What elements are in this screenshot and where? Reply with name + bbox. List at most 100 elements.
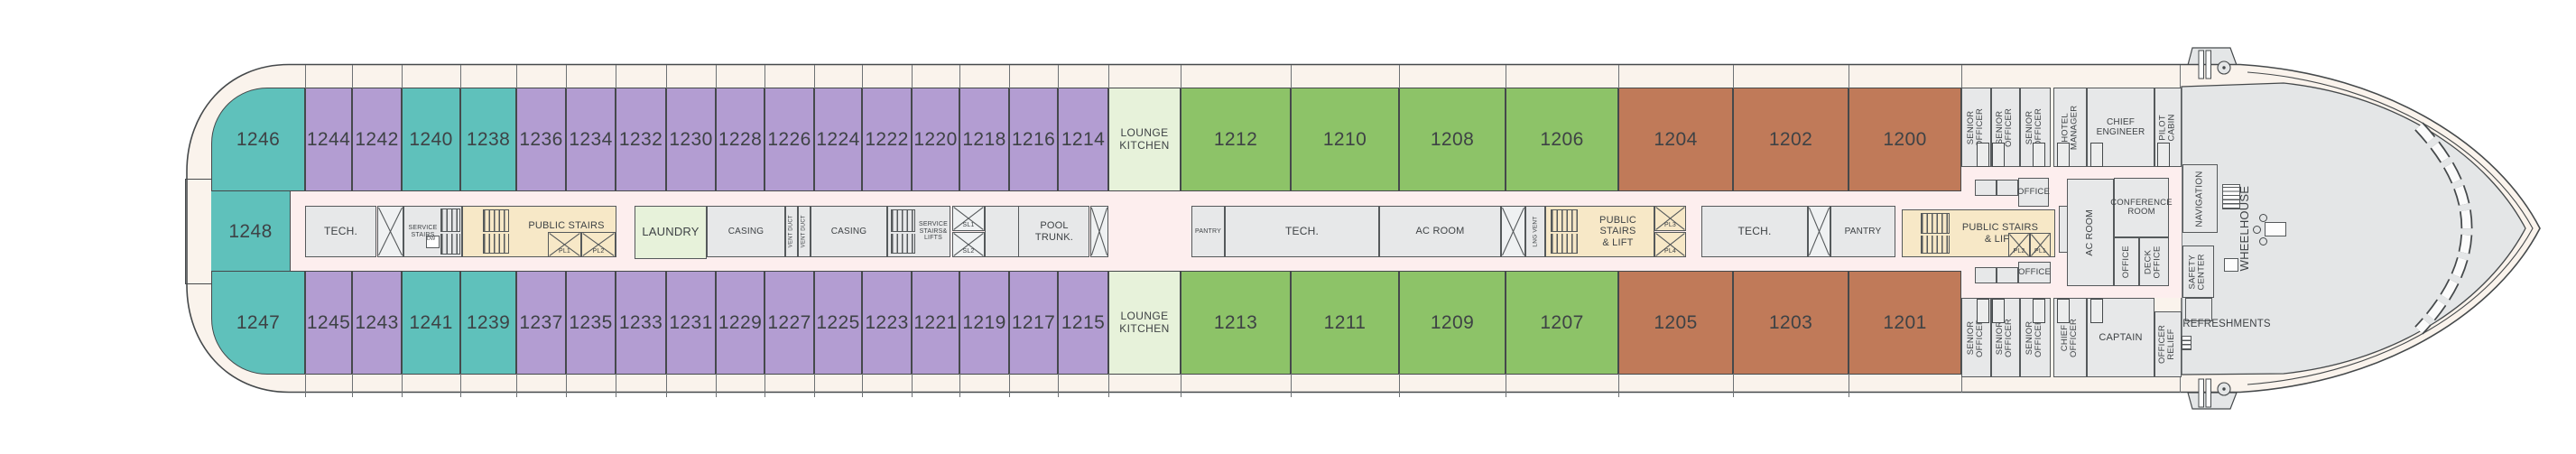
room-label: OFFICE — [2120, 245, 2131, 279]
cabin-1213[interactable]: 1213 — [1181, 271, 1291, 397]
cabin-1204[interactable]: 1204 — [1618, 65, 1733, 191]
cabin-1201[interactable]: 1201 — [1849, 271, 1961, 397]
cabin-1232[interactable]: 1232 — [616, 65, 666, 191]
cabin-1214[interactable]: 1214 — [1058, 65, 1108, 191]
cabin-number: 1241 — [409, 311, 453, 333]
cabin-1203[interactable]: 1203 — [1733, 271, 1849, 397]
cabin-1222[interactable]: 1222 — [862, 65, 912, 191]
band-divider — [1961, 65, 1963, 88]
lng-vent: LNG VENT — [1525, 206, 1545, 257]
cabin-1205[interactable]: 1205 — [1618, 271, 1733, 397]
bridge-wing-bottom — [2187, 392, 2238, 410]
balcony-divider — [1291, 374, 1293, 397]
lift-pool — [1090, 206, 1108, 257]
casing-aft: CASING — [707, 206, 785, 257]
cabin-1241[interactable]: 1241 — [402, 271, 460, 397]
cabin-1219[interactable]: 1219 — [959, 271, 1009, 397]
balcony-divider — [1058, 374, 1060, 397]
room-label: PL2 — [2013, 248, 2025, 255]
room-label: SENIOR OFFICER — [2025, 318, 2044, 357]
cabin-1243[interactable]: 1243 — [352, 271, 402, 397]
bridge-crew-marker — [2253, 226, 2261, 234]
cabin-1245[interactable]: 1245 — [305, 271, 352, 397]
conference-room: CONFERENCE ROOM — [2110, 178, 2173, 237]
cabin-1227[interactable]: 1227 — [764, 271, 814, 397]
cabin-1229[interactable]: 1229 — [716, 271, 764, 397]
cabin-1231[interactable]: 1231 — [666, 271, 716, 397]
cabin-1233[interactable]: 1233 — [616, 271, 666, 397]
cabin-1206[interactable]: 1206 — [1506, 65, 1618, 191]
cabin-1225[interactable]: 1225 — [814, 271, 862, 397]
stairs-icon — [440, 208, 460, 255]
vent-duct-2: VENT DUCT — [798, 206, 811, 257]
cabin-1200[interactable]: 1200 — [1849, 65, 1961, 191]
cabin-1207[interactable]: 1207 — [1506, 271, 1618, 397]
wing-detail — [2205, 50, 2211, 79]
lift-x-icon — [2031, 234, 2050, 256]
hull-inner-line — [2247, 71, 2534, 385]
cabin-1247[interactable]: 1247 — [211, 271, 305, 375]
lift-pl3: PL3 — [1654, 206, 1686, 231]
wing-light-dot — [2222, 66, 2226, 69]
cabin-number: 1214 — [1061, 128, 1106, 150]
room-label: PL4 — [1663, 248, 1677, 255]
public-stairs-mid: PUBLIC STAIRS & LIFT — [1545, 206, 1654, 257]
cabin-1246[interactable]: 1246 — [211, 88, 305, 191]
cabin-1209[interactable]: 1209 — [1399, 271, 1506, 397]
cabin-1215[interactable]: 1215 — [1058, 271, 1108, 397]
cabin-1202[interactable]: 1202 — [1733, 65, 1849, 191]
room-label: CHIEF OFFICER — [2060, 318, 2080, 357]
stairs-icon — [1551, 209, 1578, 254]
casing-mid: CASING — [811, 206, 887, 257]
cabin-1218[interactable]: 1218 — [959, 65, 1009, 191]
cabin-1236[interactable]: 1236 — [516, 65, 566, 191]
cabin-1234[interactable]: 1234 — [566, 65, 616, 191]
cabin-number: 1217 — [1011, 311, 1056, 333]
cabin-1208[interactable]: 1208 — [1399, 65, 1506, 191]
cabin-1239[interactable]: 1239 — [460, 271, 516, 397]
cabin-number: 1245 — [306, 311, 351, 333]
wing-light-dot — [2222, 387, 2226, 391]
cabin-1228[interactable]: 1228 — [716, 65, 764, 191]
cabin-1216[interactable]: 1216 — [1009, 65, 1058, 191]
cabin-1220[interactable]: 1220 — [912, 65, 959, 191]
balcony-divider — [1733, 65, 1735, 88]
officer-bathroom-pod — [1977, 299, 1989, 323]
cabin-1238[interactable]: 1238 — [460, 65, 516, 191]
cabin-number: 1238 — [466, 128, 511, 150]
room-label: PL2 — [592, 248, 605, 255]
stairs-icon — [1921, 213, 1950, 254]
cabin-1230[interactable]: 1230 — [666, 65, 716, 191]
divider — [1018, 207, 1020, 256]
cabin-1217[interactable]: 1217 — [1009, 271, 1058, 397]
cabin-1237[interactable]: 1237 — [516, 271, 566, 397]
band-divider — [1961, 370, 1963, 393]
cabin-number: 1236 — [519, 128, 563, 150]
ac-room-fwd: AC ROOM — [2067, 179, 2114, 286]
cabin-1248[interactable]: 1248 — [211, 179, 291, 284]
balcony-divider — [1618, 65, 1620, 88]
cabin-1210[interactable]: 1210 — [1291, 65, 1399, 191]
cabin-1211[interactable]: 1211 — [1291, 271, 1399, 397]
bridge-table — [2224, 258, 2238, 272]
balcony-divider — [1009, 374, 1011, 397]
cabin-1240[interactable]: 1240 — [402, 65, 460, 191]
cabin-number: 1218 — [962, 128, 1006, 150]
lift-sl1: SL1 — [952, 206, 985, 231]
wing-detail — [2198, 50, 2204, 79]
cabin-1224[interactable]: 1224 — [814, 65, 862, 191]
cabin-1223[interactable]: 1223 — [862, 271, 912, 397]
cabin-1212[interactable]: 1212 — [1181, 65, 1291, 191]
lift-pl4: PL4 — [1654, 232, 1686, 257]
balcony-divider — [1733, 374, 1735, 397]
cabin-number: 1234 — [569, 128, 613, 150]
cabin-1221[interactable]: 1221 — [912, 271, 959, 397]
cabin-number: 1213 — [1213, 311, 1258, 333]
cabin-number: 1243 — [355, 311, 399, 333]
cabin-1226[interactable]: 1226 — [764, 65, 814, 191]
cabin-1244[interactable]: 1244 — [305, 65, 352, 191]
cabin-1242[interactable]: 1242 — [352, 65, 402, 191]
balcony-divider — [912, 65, 913, 88]
cabin-1235[interactable]: 1235 — [566, 271, 616, 397]
lift-pl1-aft: PL1 — [548, 232, 581, 257]
